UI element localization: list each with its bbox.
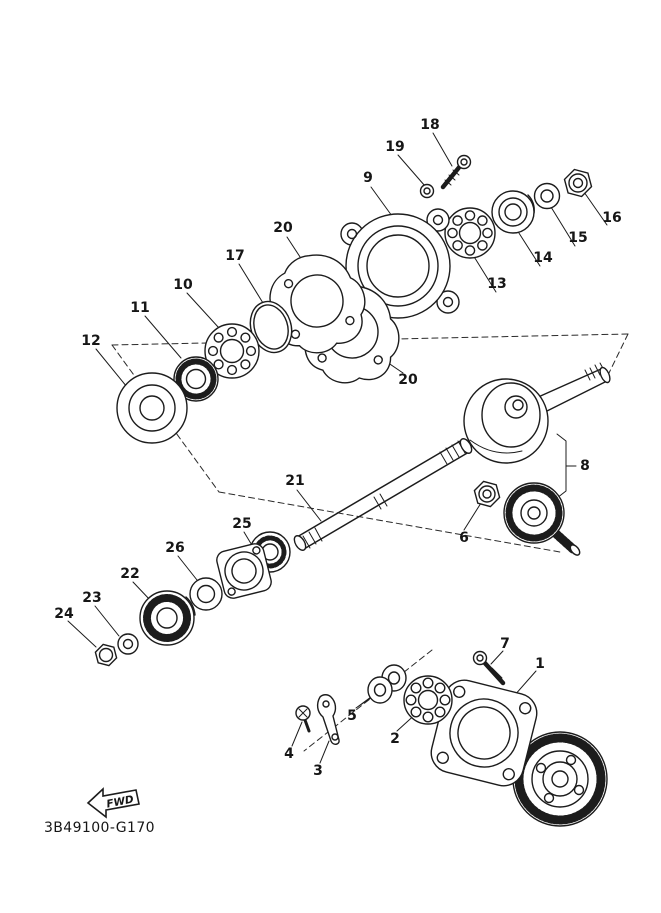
nut-6 [473, 480, 501, 508]
drive-bevel-gear-8 [463, 362, 611, 464]
bearing-10 [204, 323, 260, 379]
washer-26 [189, 577, 223, 611]
bolt-18 [440, 154, 472, 190]
drive-shaft-21 [293, 438, 473, 551]
shim-washers-5 [367, 664, 407, 704]
collar-14 [491, 190, 535, 234]
nut-16 [563, 168, 593, 198]
o-ring-17 [249, 300, 293, 354]
washer-23 [117, 633, 139, 655]
bolt-7 [472, 650, 506, 686]
washer-19 [419, 183, 435, 199]
nut-24 [94, 643, 118, 667]
splined-washer-11 [173, 356, 219, 402]
washer-15 [533, 182, 561, 210]
bearing-2 [403, 675, 453, 725]
bearing-housing-1 [430, 679, 538, 787]
splined-coupling-22 [139, 590, 196, 646]
fwd-arrow-icon: FWD [86, 787, 140, 819]
gasket-plate-20-front [269, 254, 366, 354]
screw-4 [295, 705, 311, 733]
fwd-arrow-label: FWD [105, 793, 135, 810]
stopper-plate-3 [316, 694, 340, 745]
damper-hub-12 [116, 372, 188, 444]
pinion-gear-8 [503, 482, 581, 556]
bearing-13 [444, 207, 496, 259]
diagram-code: 3B49100-G170 [44, 820, 155, 836]
bearing-retainer-25 [216, 543, 272, 599]
